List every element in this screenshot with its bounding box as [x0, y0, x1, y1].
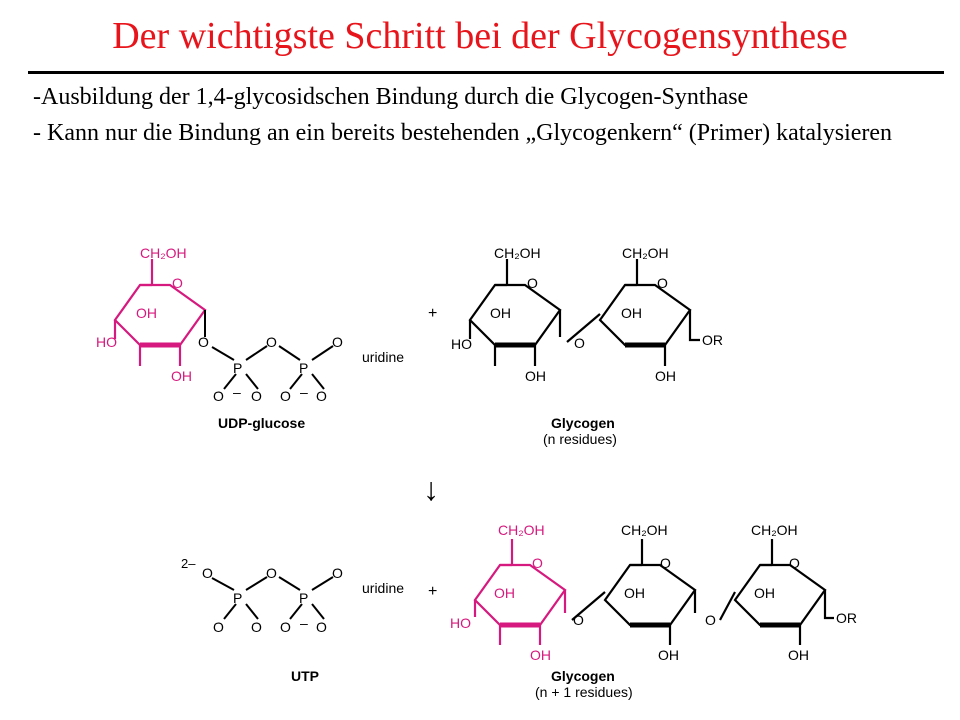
oh-label: OH	[788, 647, 809, 663]
ring-oxygen-label: O	[660, 555, 671, 571]
ring-oxygen-label: O	[657, 275, 668, 291]
oxygen-label: O	[251, 619, 262, 635]
title-divider	[28, 71, 944, 74]
glycosidic-oxygen-label: O	[705, 612, 716, 628]
slide-title: Der wichtigste Schritt bei der Glycogens…	[112, 15, 848, 57]
ch2oh-label: CH₂OH	[494, 245, 541, 261]
ch2oh-label: CH₂OH	[498, 522, 545, 538]
glycogen-top-ring-2	[598, 259, 700, 366]
oxygen-label: O	[332, 334, 343, 350]
oh-label: OH	[530, 647, 551, 663]
oh-label: OH	[658, 647, 679, 663]
utp-phosphate-chain	[211, 576, 334, 620]
bullet-2: - Kann nur die Bindung an ein bereits be…	[33, 120, 893, 146]
ho-label: HO	[450, 615, 471, 631]
minus-charge: –	[233, 384, 241, 400]
or-label: OR	[836, 610, 857, 626]
bullet-1: -Ausbildung der 1,4-glycosidschen Bindun…	[33, 84, 749, 110]
oh-label: OH	[171, 368, 192, 384]
oxygen-label: O	[213, 388, 224, 404]
phosphorus-label: P	[299, 360, 308, 376]
ch2oh-label: CH₂OH	[140, 245, 187, 261]
oh-label: OH	[494, 585, 515, 601]
udp-glucose-sugar-ring	[113, 259, 207, 366]
minus-charge: –	[300, 384, 308, 400]
glycogen-residues-caption: (n + 1 residues)	[535, 684, 633, 700]
udp-glucose-caption: UDP-glucose	[218, 415, 305, 431]
oh-label: OH	[624, 585, 645, 601]
glycogen-top-ring-1	[468, 259, 601, 366]
plus-sign: +	[428, 305, 437, 322]
charge-label: 2–	[181, 556, 196, 571]
minus-charge: –	[300, 615, 308, 631]
oxygen-label: O	[332, 565, 343, 581]
oh-label: OH	[490, 305, 511, 321]
phosphorus-label: P	[233, 360, 242, 376]
ho-label: HO	[451, 336, 472, 352]
bullet-list: -Ausbildung der 1,4-glycosidschen Bindun…	[33, 82, 933, 154]
plus-sign: +	[428, 583, 437, 600]
oxygen-label: O	[316, 619, 327, 635]
oxygen-label: O	[251, 388, 262, 404]
oxygen-label: O	[266, 565, 277, 581]
ring-oxygen-label: O	[527, 275, 538, 291]
oh-label: OH	[655, 368, 676, 384]
glycogen-residues-caption: (n residues)	[543, 431, 617, 447]
ring-oxygen-label: O	[789, 555, 800, 571]
glycogen-new-residue-ring	[473, 539, 567, 645]
ring-oxygen-label: O	[532, 555, 543, 571]
oxygen-label: O	[316, 388, 327, 404]
oxygen-label: O	[280, 619, 291, 635]
oxygen-label: O	[266, 334, 277, 350]
uridine-label: uridine	[362, 580, 404, 596]
oxygen-label: O	[198, 334, 209, 350]
ho-label: HO	[96, 334, 117, 350]
utp-caption: UTP	[291, 668, 319, 684]
ch2oh-label: CH₂OH	[621, 522, 668, 538]
phosphorus-label: P	[233, 590, 242, 606]
glycogen-caption: Glycogen	[551, 668, 615, 684]
reaction-arrow-icon: ↓	[423, 471, 439, 507]
ch2oh-label: CH₂OH	[751, 522, 798, 538]
oh-label: OH	[136, 305, 157, 321]
phosphorus-label: P	[299, 590, 308, 606]
oxygen-label: O	[280, 388, 291, 404]
glycogen-bottom-ring-2	[571, 539, 736, 645]
glycosidic-oxygen-label: O	[574, 335, 585, 351]
oxygen-label: O	[213, 619, 224, 635]
ch2oh-label: CH₂OH	[622, 245, 669, 261]
oh-label: OH	[525, 368, 546, 384]
ring-oxygen-label: O	[172, 275, 183, 291]
uridine-label: uridine	[362, 349, 404, 365]
glycosidic-oxygen-label: O	[573, 612, 584, 628]
oh-label: OH	[754, 585, 775, 601]
glycogen-caption: Glycogen	[551, 415, 615, 431]
or-label: OR	[702, 332, 723, 348]
oxygen-label: O	[202, 565, 213, 581]
udp-phosphate-chain	[204, 310, 334, 390]
glycogen-bottom-ring-3	[733, 539, 834, 645]
oh-label: OH	[621, 305, 642, 321]
